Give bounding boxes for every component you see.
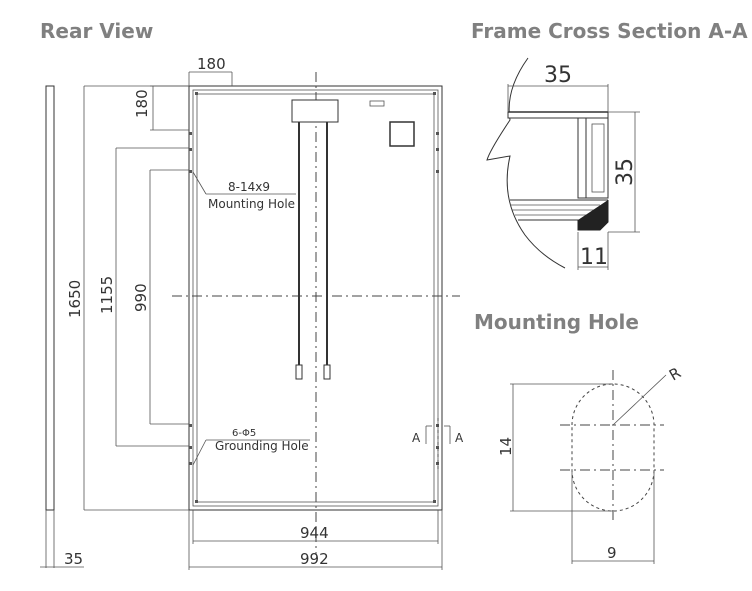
radius-leader <box>612 374 667 426</box>
dim-inner-width-label: 944 <box>300 524 329 542</box>
dim-thickness-label: 35 <box>64 550 83 568</box>
dim-frame-lip: 11 <box>577 232 609 270</box>
grounding-hole-spec: 6-Φ5 <box>232 428 256 439</box>
dim-mounting-outer-label: 1155 <box>98 276 116 314</box>
dim-mounting-inner-label: 990 <box>132 283 150 312</box>
dim-top-offset-v-label: 180 <box>133 89 151 118</box>
dim-outer-width-label: 992 <box>300 550 329 568</box>
side-profile <box>40 85 84 568</box>
grounding-hole-label: Grounding Hole <box>215 439 309 453</box>
dim-frame-height: 35 <box>608 111 640 233</box>
junction-box <box>291 99 339 380</box>
section-mark: A A <box>412 418 464 470</box>
dim-hole-width-label: 9 <box>607 544 617 562</box>
mounting-hole-spec: 8-14x9 <box>228 180 270 194</box>
break-line <box>486 57 566 269</box>
frame-cross-section-heading: Frame Cross Section A-A <box>471 19 748 43</box>
dim-overall-height: 1650 <box>66 85 189 511</box>
radius-label: R <box>666 364 684 385</box>
dim-height-label: 1650 <box>66 280 84 318</box>
rear-view-heading: Rear View <box>40 19 154 43</box>
mounting-hole-heading: Mounting Hole <box>474 310 639 334</box>
frame-top-flange <box>507 111 609 119</box>
section-mark-right: A <box>455 431 464 445</box>
dim-hole-height-label: 14 <box>497 437 515 456</box>
dim-top-offset-horizontal: 180 <box>188 55 233 86</box>
grounding-hole-callout: 6-Φ5 Grounding Hole <box>192 428 310 466</box>
dim-frame-height-label: 35 <box>613 158 638 186</box>
dim-hole-width: 9 <box>571 470 655 564</box>
mounting-hole-label: Mounting Hole <box>208 197 295 211</box>
section-mark-left: A <box>412 431 421 445</box>
dim-mounting-inner: 990 <box>132 169 189 425</box>
dim-top-offset-vertical: 180 <box>133 85 189 131</box>
mounting-hole-callout: 8-14x9 Mounting Hole <box>192 171 296 211</box>
dim-frame-width: 35 <box>507 63 609 112</box>
dim-inner-width: 944 <box>192 510 439 544</box>
slot-outline <box>571 383 655 512</box>
frame-cross-section-drawing: 35 35 11 <box>486 57 640 270</box>
rear-view-drawing: 180 180 1650 1155 990 <box>40 55 464 570</box>
dim-frame-width-label: 35 <box>544 63 572 88</box>
dim-frame-lip-label: 11 <box>580 245 608 270</box>
dim-mounting-outer: 1155 <box>98 147 189 447</box>
label-strip <box>369 100 385 107</box>
nameplate <box>389 121 415 147</box>
mounting-hole-detail-drawing: R 14 9 <box>497 364 684 564</box>
frame-bottom-lip <box>577 200 609 231</box>
dim-outer-width: 992 <box>188 510 443 570</box>
frame-web <box>577 117 587 199</box>
dim-top-offset-h-label: 180 <box>197 55 226 73</box>
dim-hole-height: 14 <box>497 383 613 512</box>
